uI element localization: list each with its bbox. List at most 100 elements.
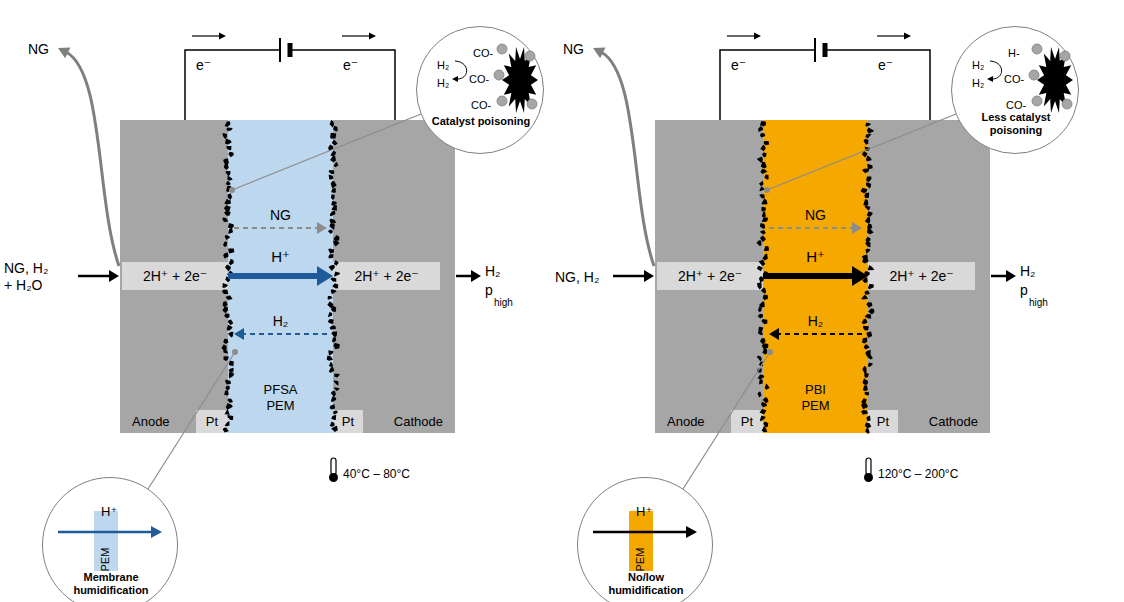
catalyst-particle	[863, 385, 868, 391]
catalyst-particle	[866, 182, 871, 188]
text-slot: NG	[805, 206, 826, 224]
text-slot: H⁺	[636, 502, 652, 520]
text-slot: PEM	[625, 549, 657, 567]
text-slot: Anode	[667, 412, 705, 430]
catalyst-particle	[758, 126, 763, 132]
catalyst-particle	[868, 265, 875, 270]
catalyst-particle	[334, 272, 340, 277]
adsorbate-ball	[1060, 51, 1070, 61]
text-slot: Anode	[132, 412, 170, 430]
node-text: 2H⁺ + 2e⁻	[354, 268, 418, 285]
catalyst-particle	[333, 126, 338, 132]
catalyst-particle	[228, 223, 234, 229]
annotation-label: NG	[805, 207, 826, 224]
hydrogen-backdiffusion-arrow-head	[769, 328, 779, 340]
catalyst-particle	[228, 229, 233, 234]
gas-crossover-arrow-head	[852, 222, 862, 234]
catalyst-particle	[225, 421, 230, 426]
node-text: H₂	[437, 77, 449, 90]
cell-illustration	[58, 33, 538, 539]
catalyst-particle	[331, 181, 337, 189]
membrane-sample: PEM	[94, 511, 118, 571]
catalyst-particle	[223, 348, 228, 354]
catalyst-particle	[333, 411, 338, 415]
text-slot: high	[1029, 292, 1048, 310]
catalyst-particle	[334, 380, 339, 385]
text-slot: Cathode	[929, 412, 978, 430]
node-text: H⁺	[101, 504, 117, 520]
catalyst-particle	[758, 330, 763, 335]
text-slot: H₂	[1020, 262, 1036, 280]
catalyst-particle	[760, 145, 765, 152]
node-text: Pt	[342, 414, 354, 430]
catalyst-particle	[226, 403, 233, 410]
catalyst-particle	[865, 248, 870, 254]
annotation-label: H₂	[485, 263, 501, 280]
catalyst-particle	[862, 337, 867, 343]
text-slot: NG	[270, 206, 291, 224]
catalyst-particle	[225, 139, 232, 145]
annotation-label: H₂	[273, 313, 289, 330]
catalyst-particle	[762, 426, 768, 432]
catalyst-particle	[330, 151, 336, 157]
catalyst-particle	[222, 289, 229, 294]
connector-head	[317, 266, 333, 286]
catalyst-particle	[763, 397, 769, 403]
catalyst-particle	[867, 416, 871, 421]
proton-arrow-head	[686, 526, 697, 538]
catalyst-particle	[861, 403, 868, 410]
catalyst-particle	[328, 254, 333, 259]
node-text: PBI PEM	[793, 382, 838, 413]
catalyst-particle	[328, 350, 333, 356]
outlet-arrow-head	[471, 270, 481, 282]
text-slot: CO-	[1004, 69, 1024, 87]
catalyst-particle	[224, 162, 229, 170]
text-slot: NG	[28, 40, 49, 58]
proton-arrow	[593, 531, 687, 534]
catalyst-particle	[862, 318, 868, 324]
catalyst-particle	[868, 363, 873, 367]
electron-arrow-head	[754, 33, 761, 40]
text-slot: H₂	[485, 262, 501, 280]
catalyst-particle	[760, 186, 765, 191]
annotation-label: H₂	[808, 313, 824, 330]
catalyst-particle	[227, 146, 232, 150]
node-text: Less catalyst poisoning	[966, 111, 1066, 137]
catalyst-particle	[756, 240, 761, 246]
annotation-label: e⁻	[731, 57, 746, 74]
catalyst-particle	[328, 249, 334, 254]
catalyst-particle	[334, 162, 339, 167]
text-slot: CO-	[1006, 95, 1026, 113]
catalyst-particle	[226, 385, 230, 390]
catalyst-particle	[865, 217, 870, 224]
catalyst-particle	[867, 229, 874, 235]
catalyst-particle	[864, 291, 870, 295]
adsorbate-ball	[1032, 44, 1042, 54]
catalyst-particle	[228, 249, 234, 254]
catalyst-particle	[229, 372, 234, 378]
thermometer-icon	[866, 458, 871, 475]
node-text: Membrane humidification	[61, 571, 161, 597]
inlet-arrow-head	[644, 270, 654, 282]
text-slot: PFSA PEM	[258, 382, 303, 414]
catalyst-particle	[329, 265, 335, 271]
catalyst-particle	[868, 284, 874, 289]
leader-line	[148, 352, 235, 489]
connector-line	[228, 273, 319, 279]
catalyst-particle	[865, 206, 871, 211]
catalyst-particle	[867, 164, 872, 170]
catalyst-grain	[1037, 47, 1073, 113]
text-slot: 120°C – 200°C	[878, 464, 958, 482]
adsorbate-ball	[1029, 70, 1039, 80]
text-slot: CO-	[473, 43, 493, 61]
catalyst-particle	[764, 175, 768, 180]
exhaust-arrow-head	[593, 48, 606, 59]
catalyst-particle	[758, 306, 762, 312]
catalyst-particle	[224, 314, 229, 319]
text-slot: e⁻	[196, 56, 211, 74]
catalyst-particle	[760, 230, 766, 234]
catalyst-particle	[331, 306, 336, 312]
catalyst-particle	[228, 193, 232, 200]
text-slot: NG	[563, 40, 584, 58]
